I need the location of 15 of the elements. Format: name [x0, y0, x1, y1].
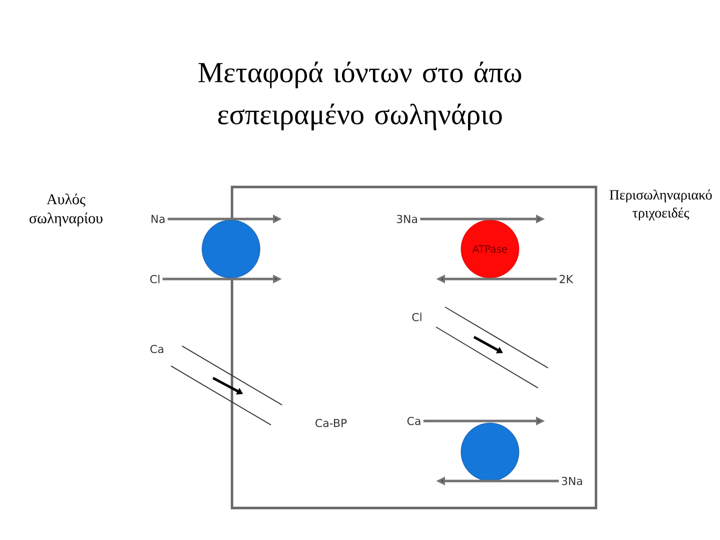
title: Μεταφορά ιόντων στο άπω εσπειραμένο σωληνάριο — [198, 62, 522, 130]
ion-label: Ca-BP — [316, 418, 347, 428]
transporter-circle — [202, 220, 260, 278]
ion-label: Ca — [150, 344, 164, 354]
ion-label: 2K — [560, 274, 574, 284]
atpase-pump: ATPase — [460, 220, 520, 278]
ion-label: 3Na — [396, 214, 417, 224]
ion-label: Cl — [412, 312, 422, 322]
side-label: Περισωληναριακό τριχοειδές — [610, 190, 712, 220]
transporter-circle — [460, 422, 520, 482]
ion-label: Ca — [407, 416, 420, 426]
ion-label: 3Na — [562, 476, 582, 486]
ion-label: Na — [152, 214, 164, 224]
ion-label: Cl — [150, 274, 160, 284]
side-label: Αυλός σωληναρίου — [30, 194, 102, 226]
